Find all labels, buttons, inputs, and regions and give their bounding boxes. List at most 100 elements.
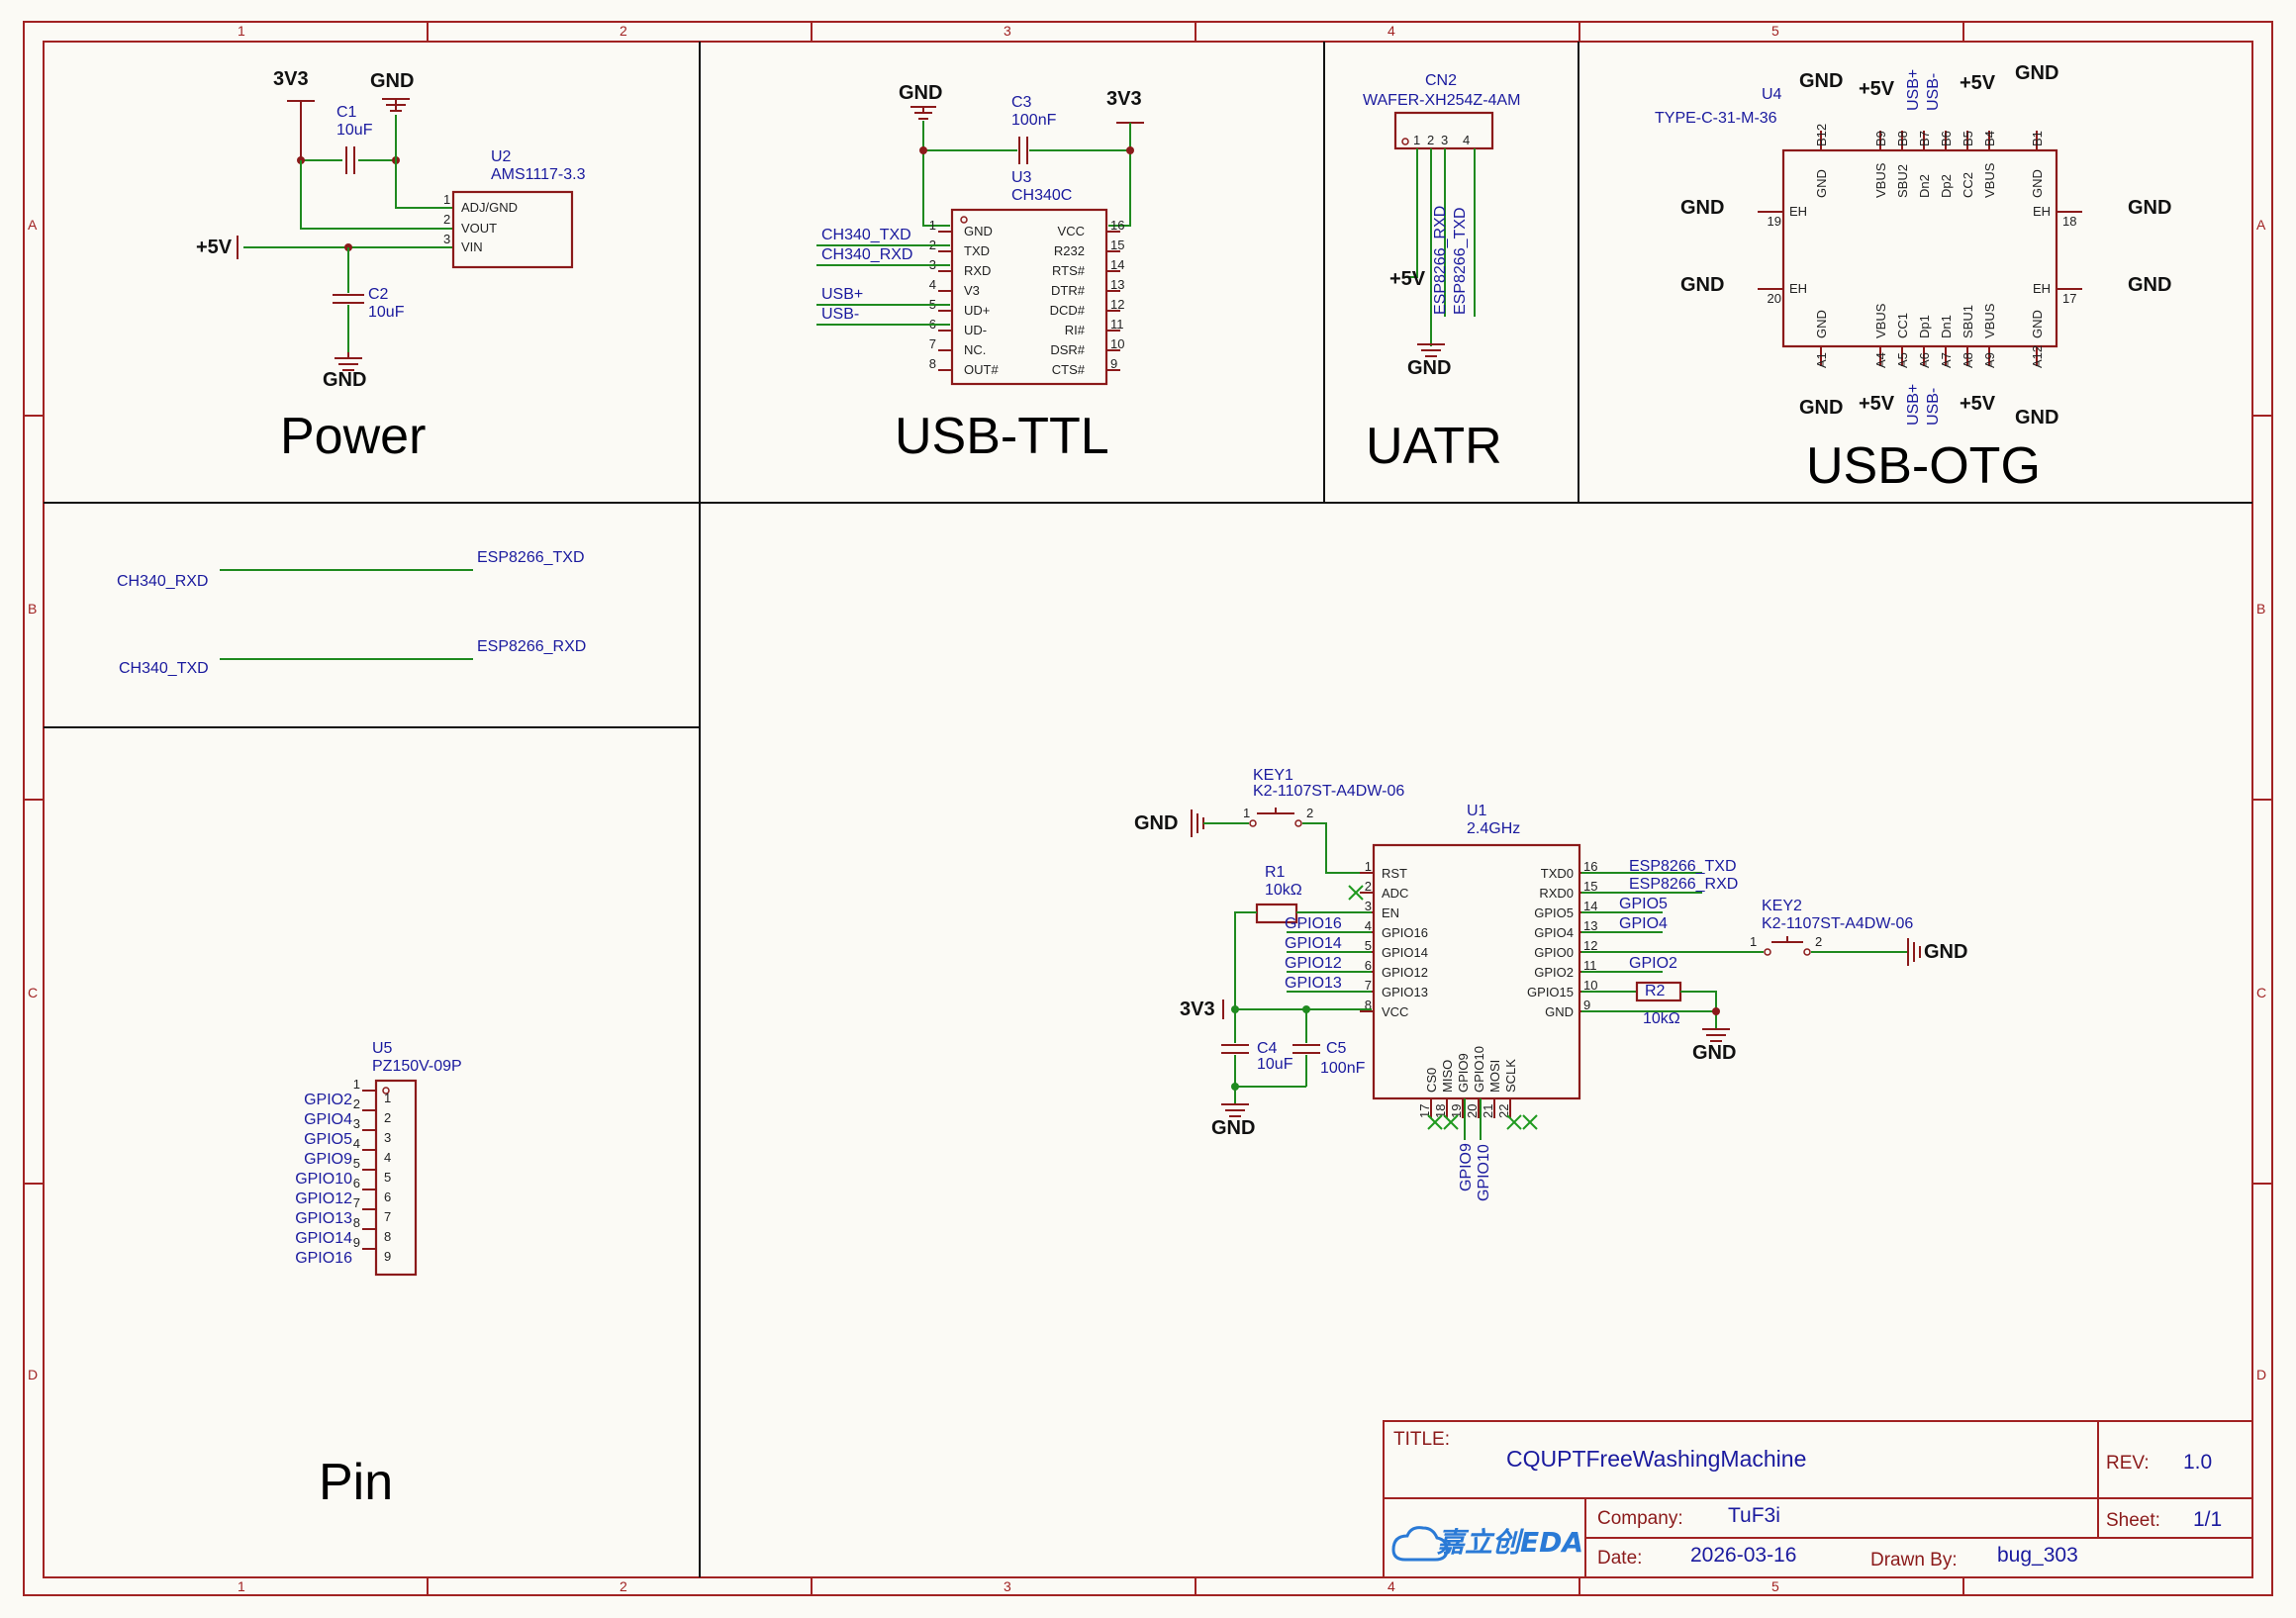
u5-net-label: GPIO9 [304,1151,352,1168]
gnd-symbol-key2 [1907,938,1921,966]
gnd-symbol-u1-right [1702,1028,1730,1042]
u5-pin-num: 3 [353,1116,360,1131]
ruler-row-d-right: D [2256,1367,2266,1382]
ruler-col-4-bottom: 4 [1387,1578,1395,1594]
u4-pin-label: VBUS [1873,303,1888,338]
ruler-row-a: A [28,217,38,233]
otg-gnd-bottom-2: GND [2015,407,2058,428]
c3-ref: C3 [1011,94,1032,111]
u1-ref: U1 [1467,803,1487,819]
no-connect-mark [1506,1114,1522,1130]
net-ch340-rxd: CH340_RXD [821,246,912,263]
u4-pin-label: Dn2 [1917,174,1932,198]
u1-value: 2.4GHz [1467,820,1520,837]
u1-pins: RST1ADC2EN3GPIO164GPIO145GPIO126GPIO137V… [1348,859,1597,1130]
u1-net-gpio10: GPIO10 [1476,1144,1492,1201]
u1-pin-label: VCC [1382,1004,1408,1019]
pin1-marker [1401,138,1409,145]
key2-ref: KEY2 [1762,898,1802,914]
otg-gnd-right-2: GND [2128,274,2171,296]
jlc-eda-logo: 嘉立创EDA [1391,1526,1583,1562]
u3-pin-label: RI# [1065,323,1086,337]
u1-net-gpio14: GPIO14 [1285,935,1342,952]
u4-body [1781,148,2058,348]
section-title-usb-ttl: USB-TTL [895,408,1109,465]
u1-pin-label: TXD0 [1541,866,1574,881]
r1-value: 10kΩ [1265,882,1302,899]
u5-body [374,1079,418,1277]
u1-pin-num: 17 [1417,1104,1432,1118]
usb-ttl-section: GND 3V3 C3 100nF U3 CH340C GND1TXD2RXD3V… [816,82,1144,386]
u1-net-gpio13: GPIO13 [1285,975,1342,992]
u5-net-label: GPIO13 [295,1210,352,1227]
rev-value: 1.0 [2183,1451,2212,1474]
u1-net-esp-txd: ESP8266_TXD [1629,858,1737,875]
c3-value: 100nF [1011,112,1057,129]
date-value: 2026-03-16 [1690,1544,1796,1567]
u4-value: TYPE-C-31-M-36 [1655,110,1777,127]
u5-pin-num: 7 [353,1195,360,1210]
u4-eh-label: EH [2033,281,2051,296]
u1-net-gpio16: GPIO16 [1285,915,1342,932]
otg-gnd-bottom-1: GND [1799,397,1843,419]
u5-pin-num-inside: 9 [384,1249,391,1264]
u4-pin-num: 17 [2062,291,2076,306]
net-esp-txd-vertical: ESP8266_TXD [1452,207,1469,315]
u3-pin-num: 14 [1110,257,1124,272]
u1-caps-gnd-label: GND [1211,1117,1255,1139]
u3-pin-num: 4 [929,277,936,292]
u4-eh-label: EH [1789,281,1807,296]
u1-pin-num: 13 [1583,918,1597,933]
gnd-symbol-u1-caps [1221,1103,1249,1117]
tie-ch340-rxd: CH340_RXD [117,573,208,590]
u3-pin-num: 13 [1110,277,1124,292]
u4-pin-label: VBUS [1982,303,1997,338]
u2-ref: U2 [491,148,512,165]
u3-pin-num: 10 [1110,336,1124,351]
u5-pin-num-inside: 2 [384,1110,391,1125]
u5-net-label: GPIO5 [304,1131,352,1148]
u1-pin-num: 2 [1365,879,1372,894]
u1-pin-label: RXD0 [1539,886,1574,901]
u5-pin-num: 9 [353,1235,360,1250]
tie-ch340-txd: CH340_TXD [119,660,209,677]
u1-pin-label: GPIO5 [1534,905,1574,920]
u1-net-gpio4: GPIO4 [1619,915,1668,932]
esp-section: KEY1 K2-1107ST-A4DW-06 GND 1 2 U1 2.4GHz… [1134,767,1967,1201]
section-title-usb-otg: USB-OTG [1806,437,2041,495]
u4-pin-num: A12 [2030,345,2045,368]
u3-pin-label: CTS# [1052,362,1086,377]
u3-pin-label: GND [964,224,993,238]
key1-pin-num: 2 [1306,806,1313,820]
u3-pin-num: 7 [929,336,936,351]
u5-pin-num: 8 [353,1215,360,1230]
u4-pin-num: 20 [1768,291,1781,306]
u1-pin-num: 18 [1433,1104,1448,1118]
cn2-pin-num: 1 [1413,133,1420,147]
c2-value: 10uF [368,304,405,321]
ruler-row-b: B [28,601,37,617]
u1-pin-label: MOSI [1487,1060,1502,1093]
c1-ref: C1 [336,104,357,121]
u4-pin-num: A4 [1873,352,1888,368]
u1-body [1372,843,1581,1100]
outer-border [23,21,2273,1596]
inner-border [43,41,2253,1578]
power-gnd-bottom-label: GND [323,369,366,391]
c5-value: 100nF [1320,1060,1366,1077]
u4-eh-label: EH [1789,204,1807,219]
u4-pin-label: VBUS [1873,162,1888,198]
u3-pin-label: R232 [1054,243,1085,258]
u1-pin-num: 9 [1583,998,1590,1012]
u4-pin-label: GND [1814,310,1829,338]
net-usb-plus: USB+ [821,286,863,303]
ruler-col-4: 4 [1387,23,1395,39]
otg-gnd-top-1: GND [1799,70,1843,92]
u1-pin-label: GPIO16 [1382,925,1428,940]
u4-pin-num: B8 [1895,131,1910,146]
u4-pin-label: GND [2030,169,2045,198]
junction-dot [1712,1007,1720,1015]
u5-pin-num-inside: 6 [384,1190,391,1204]
key2-pin-num: 2 [1815,934,1822,949]
